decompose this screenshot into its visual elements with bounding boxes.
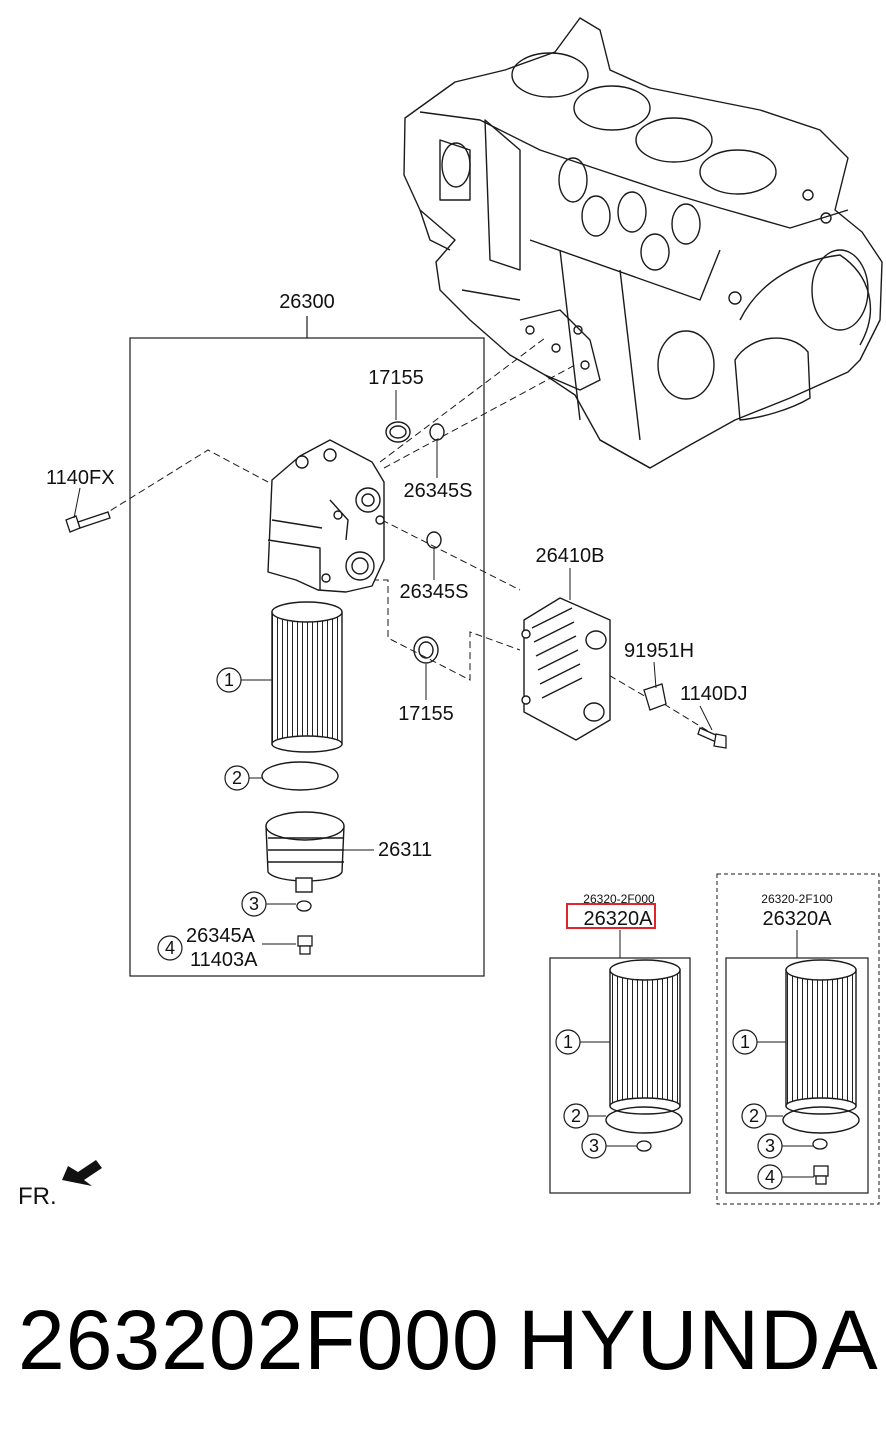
kit-right-small-oring-illustration <box>812 1138 828 1150</box>
oil-cooler-26410b-illustration <box>521 597 611 741</box>
callout-kit-center-2: 2 <box>563 1103 606 1129</box>
label-91951h: 91951H <box>624 640 694 662</box>
callout-main-3: 3 <box>241 891 296 917</box>
oring-17155-bottom-illustration <box>413 636 439 664</box>
kit-right-dashed-frame <box>716 873 880 1205</box>
label-26311: 26311 <box>378 839 432 861</box>
svg-text:3: 3 <box>765 1136 775 1156</box>
brand-name: HYUNDAI <box>518 1293 886 1387</box>
label-26345a: 26345A <box>186 925 256 947</box>
callout-main-2: 2 <box>224 765 262 791</box>
kit-center-filter-illustration <box>609 959 681 1115</box>
bolt-1140fx-illustration <box>65 511 111 533</box>
callout-kit-right-2: 2 <box>741 1103 783 1129</box>
kit-center-label: 26320A <box>584 908 654 930</box>
svg-text:2: 2 <box>232 768 242 788</box>
callout-kit-right-3: 3 <box>757 1133 813 1159</box>
callout-kit-right-1: 1 <box>732 1029 786 1055</box>
svg-text:4: 4 <box>165 938 175 958</box>
kit-center-oring-illustration <box>605 1106 683 1134</box>
kit-right-oring-illustration <box>782 1106 860 1134</box>
svg-text:1: 1 <box>563 1032 573 1052</box>
svg-text:3: 3 <box>589 1136 599 1156</box>
kit-center-highlight <box>566 903 656 929</box>
front-label: FR. <box>18 1183 57 1210</box>
part-number: 263202F000 <box>18 1293 500 1387</box>
gasket-26345s-mid-illustration <box>426 531 442 549</box>
kit-right-code: 26320-2F100 <box>761 892 833 906</box>
callout-kit-center-3: 3 <box>581 1133 637 1159</box>
front-arrow-icon <box>62 1160 102 1186</box>
svg-text:1: 1 <box>224 670 234 690</box>
svg-text:1: 1 <box>740 1032 750 1052</box>
engine-block-illustration <box>403 17 883 469</box>
label-17155-bottom: 17155 <box>398 703 454 725</box>
assembly-frame <box>129 316 485 977</box>
bracket-91951h-illustration <box>643 683 667 711</box>
kit-right-frame <box>725 957 869 1194</box>
drain-plug-illustration <box>297 935 313 955</box>
drain-oring-illustration <box>296 900 312 912</box>
gasket-26345s-top-illustration <box>429 423 445 441</box>
callout-kit-center-1: 1 <box>555 1029 610 1055</box>
kit-right-label: 26320A <box>763 908 833 930</box>
kit-right-filter-illustration <box>785 959 857 1115</box>
label-26300: 26300 <box>279 291 335 313</box>
filter-housing-illustration <box>267 439 385 593</box>
svg-text:2: 2 <box>571 1106 581 1126</box>
filter-element-main-illustration <box>271 601 343 753</box>
label-11403a: 11403A <box>190 949 258 971</box>
label-26410b: 26410B <box>536 545 605 567</box>
svg-text:3: 3 <box>249 894 259 914</box>
label-1140dj: 1140DJ <box>680 683 747 705</box>
callout-main-1: 1 <box>216 667 272 693</box>
label-26345s-top: 26345S <box>404 480 473 502</box>
oring-main-illustration <box>261 761 339 791</box>
kit-center-code: 26320-2F000 <box>583 892 655 906</box>
kit-center-small-oring-illustration <box>636 1140 652 1152</box>
kit-right-drain-plug-illustration <box>813 1165 829 1185</box>
kit-center-frame <box>549 957 691 1194</box>
label-1140fx: 1140FX <box>46 467 115 489</box>
label-26345s-mid: 26345S <box>400 581 469 603</box>
bolt-1140dj-illustration <box>697 727 727 749</box>
svg-text:4: 4 <box>765 1167 775 1187</box>
callout-main-4: 4 <box>157 935 183 961</box>
dashed-leaders <box>91 337 717 737</box>
label-17155-top: 17155 <box>368 367 424 389</box>
callout-kit-right-4: 4 <box>757 1164 814 1190</box>
oring-17155-top-illustration <box>385 421 411 443</box>
svg-text:2: 2 <box>749 1106 759 1126</box>
filter-cap-26311-illustration <box>265 811 345 893</box>
